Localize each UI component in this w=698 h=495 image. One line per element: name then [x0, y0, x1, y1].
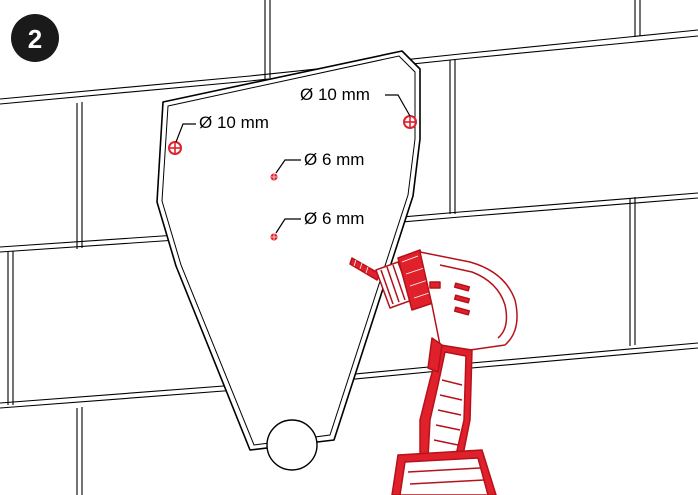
hole-marker-lower-middle: Ø 6 mm	[270, 209, 364, 241]
hole-label-upper-middle: Ø 6 mm	[304, 150, 364, 169]
cordless-drill-icon	[349, 249, 518, 495]
mounting-template	[156, 50, 421, 471]
hole-marker-top-left: Ø 10 mm	[168, 113, 269, 155]
hole-marker-top-right: Ø 10 mm	[300, 85, 417, 129]
step-badge: 2	[11, 14, 59, 62]
hole-label-top-right: Ø 10 mm	[300, 85, 370, 104]
hole-marker-upper-middle: Ø 6 mm	[270, 150, 364, 181]
hole-label-lower-middle: Ø 6 mm	[304, 209, 364, 228]
hole-label-top-left: Ø 10 mm	[199, 113, 269, 132]
template-cutout-circle	[266, 419, 318, 471]
step-number: 2	[28, 24, 42, 54]
